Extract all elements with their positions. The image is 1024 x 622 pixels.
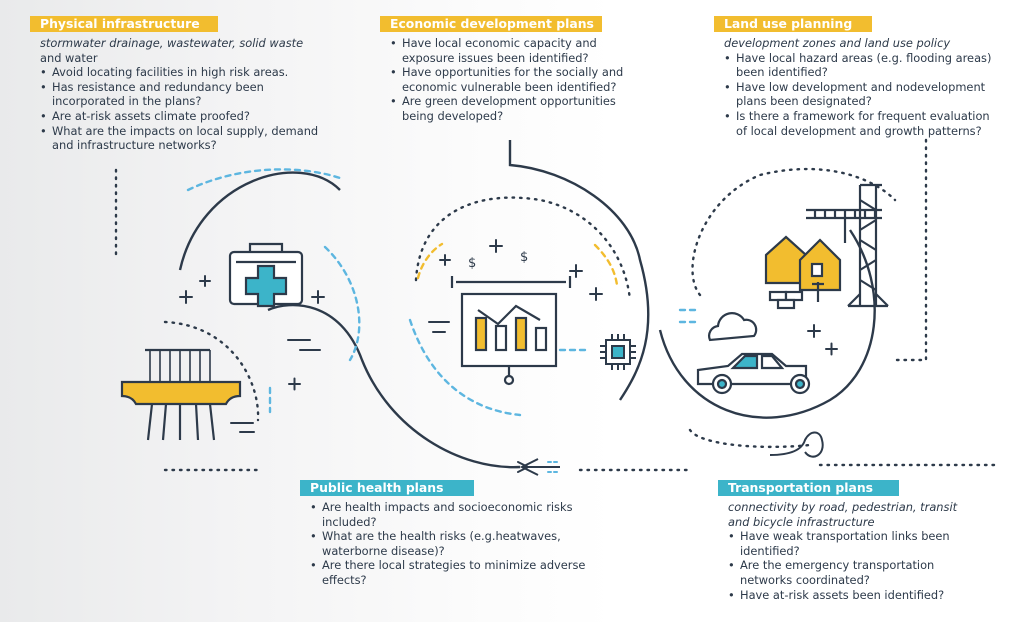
connecting-curve [508,140,650,401]
transportation-panel: Transportation plans connectivity by roa… [718,480,980,602]
panel-title: Transportation plans [718,480,900,496]
list-item: Have weak transportation links been iden… [728,529,980,558]
connecting-curve [267,303,521,469]
list-item: Have local economic capacity and exposur… [390,36,630,65]
list-item: Are at-risk assets climate proofed? [40,109,330,124]
list-item: Is there a framework for frequent evalua… [724,109,996,138]
land-use-panel: Land use planning development zones and … [714,16,996,138]
panel-title: Economic development plans [380,16,602,32]
panel-subtitle: stormwater drainage, wastewater, solid w… [40,36,304,50]
panel-title: Physical infrastructure [30,16,218,32]
panel-subtitle: and water [40,50,98,65]
list-item: Are health impacts and socioeconomic ris… [310,500,600,529]
dollar-icon: $ [520,250,529,265]
cloud-icon [708,312,758,342]
dollar-icon: $ [468,256,477,271]
panel-title: Land use planning [714,16,873,32]
list-item: Have at-risk assets been identified? [728,588,980,603]
panel-subtitle: connectivity by road, pedestrian, transi… [728,500,958,529]
first-aid-kit-icon [228,242,304,308]
list-item: What are the health risks (e.g.heatwaves… [310,529,600,558]
list-item: Have low development and nodevelopment p… [724,80,996,109]
list-item: Are green development opportunities bein… [390,94,630,123]
bridge-icon [120,348,242,441]
microchip-icon [600,334,636,370]
public-health-panel: Public health plans Are health impacts a… [300,480,600,588]
economic-development-panel: Economic development plans Have local ec… [380,16,630,124]
list-item: Have opportunities for the socially and … [390,65,630,94]
panel-title: Public health plans [300,480,474,496]
connecting-curve [178,171,341,271]
list-item: What are the impacts on local supply, de… [40,124,330,153]
list-item: Has resistance and redundancy been incor… [40,80,330,109]
houses-crane-icon [764,183,889,310]
list-item: Avoid locating facilities in high risk a… [40,65,330,80]
panel-subtitle: development zones and land use policy [724,36,951,50]
list-item: Are the emergency transportation network… [728,558,980,587]
list-item: Are there local strategies to minimize a… [310,558,600,587]
connecting-curve [658,229,876,419]
physical-infrastructure-panel: Physical infrastructure stormwater drain… [30,16,330,153]
car-icon [696,352,811,395]
economic-chart-board-icon [450,276,572,386]
list-item: Have local hazard areas (e.g. flooding a… [724,51,996,80]
